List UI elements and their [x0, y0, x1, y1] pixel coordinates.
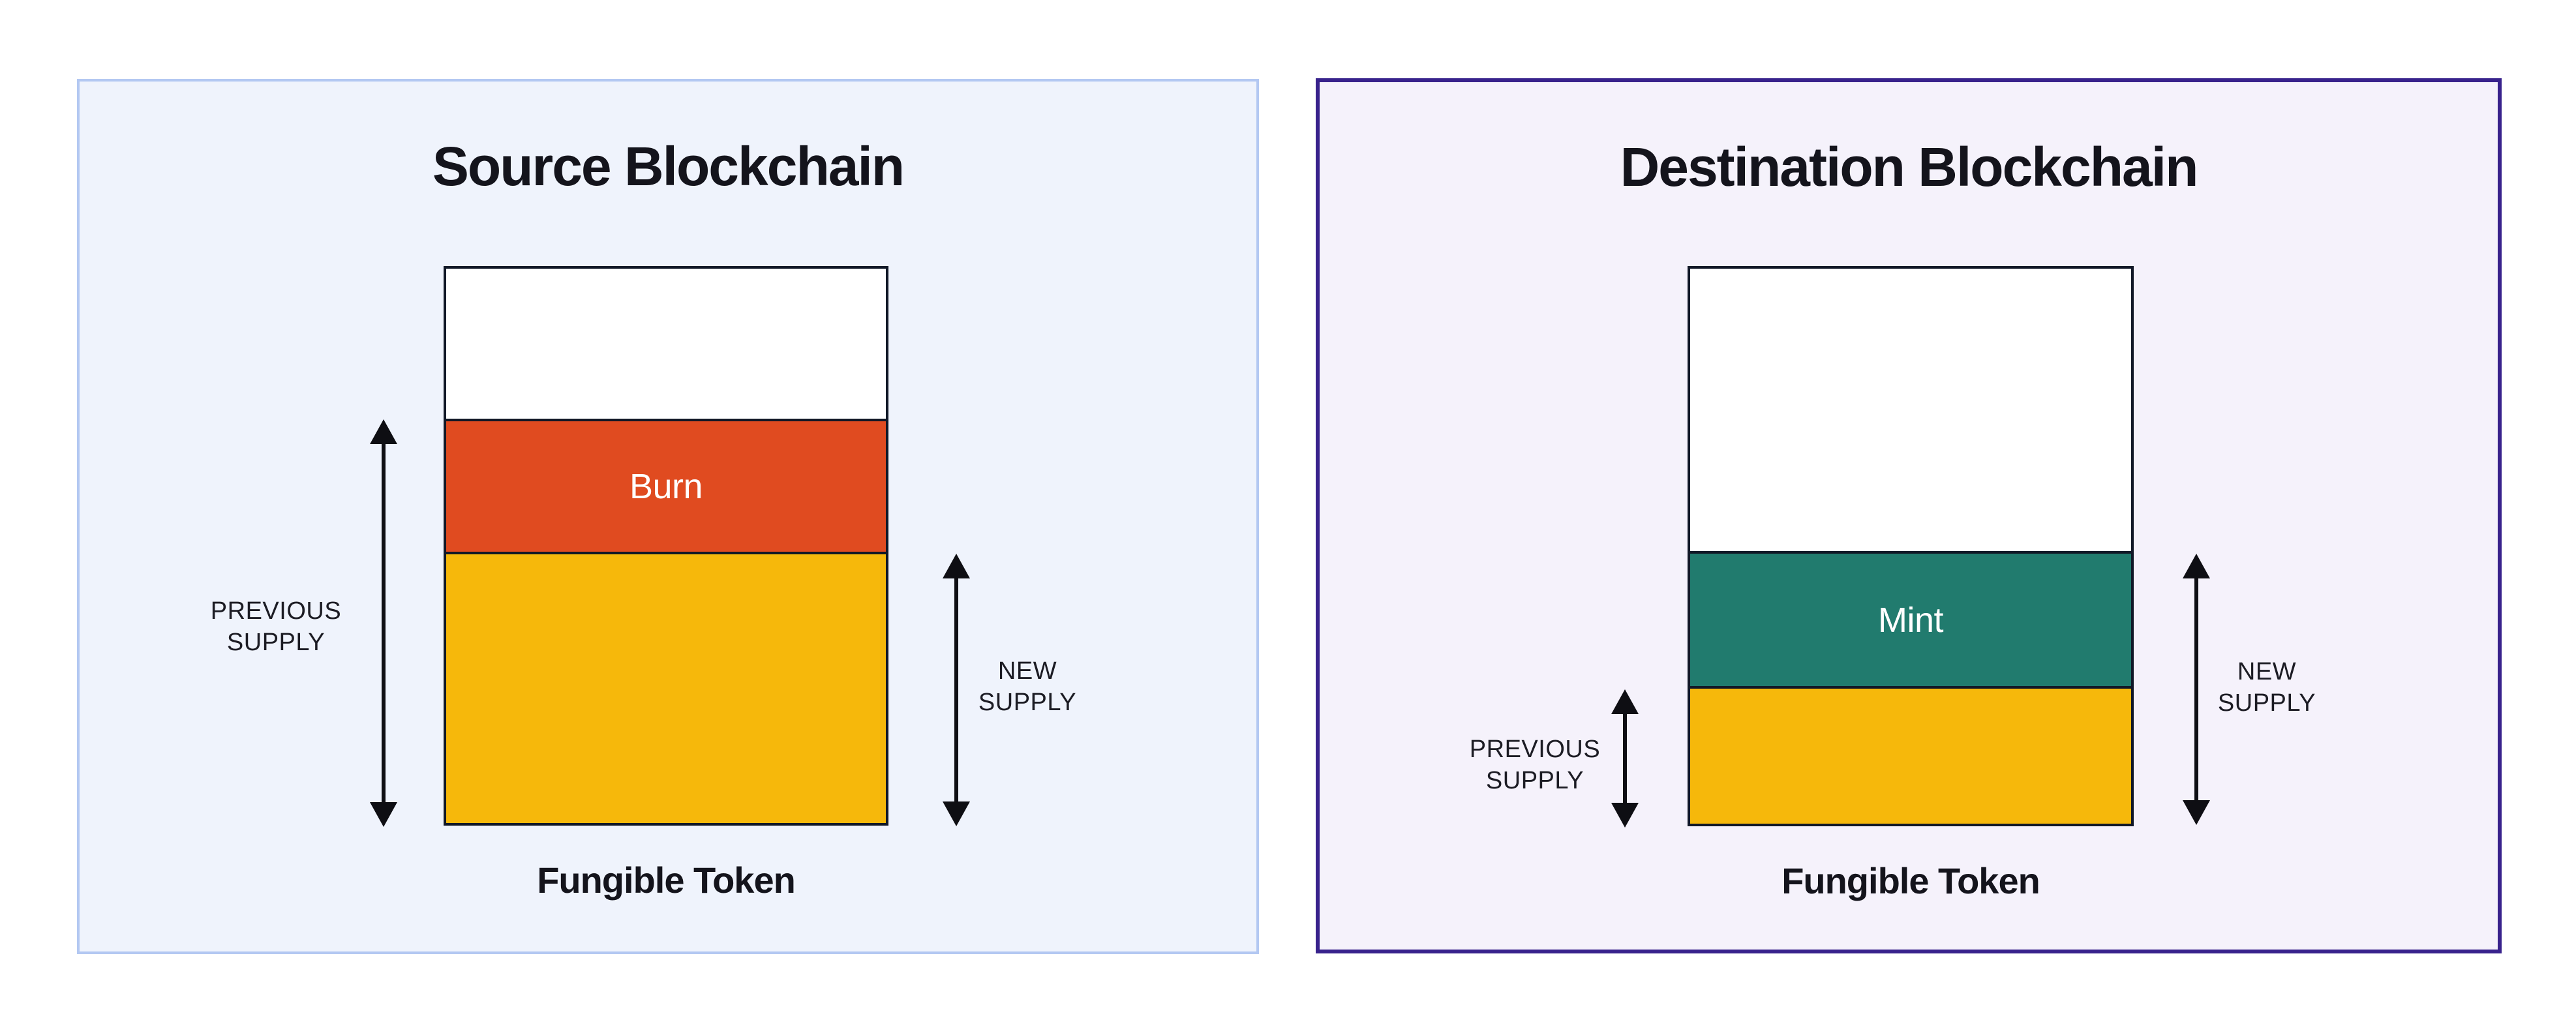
source-blockchain-panel: Source Blockchain Burn PREVIOUS SUPPLY N…: [77, 79, 1259, 954]
destination-token-label: Fungible Token: [1781, 860, 2040, 901]
burn-label: Burn: [629, 467, 703, 506]
source-previous-supply-arrow-icon: [369, 419, 398, 827]
source-panel-title: Source Blockchain: [432, 136, 905, 197]
destination-panel-title: Destination Blockchain: [1620, 136, 2199, 198]
source-remaining-supply-section: [446, 554, 886, 823]
source-token-label: Fungible Token: [537, 860, 796, 901]
source-burned-empty-section: [446, 269, 886, 421]
destination-token-supply-box: Mint: [1688, 266, 2134, 826]
source-previous-supply-label: PREVIOUS SUPPLY: [210, 597, 342, 656]
destination-previous-supply-label: PREVIOUS SUPPLY: [1469, 736, 1601, 794]
mint-section: Mint: [1690, 554, 2131, 689]
destination-previous-supply-arrow-icon: [1611, 689, 1639, 828]
source-new-supply-label: NEW SUPPLY: [978, 657, 1077, 716]
destination-blockchain-panel: Destination Blockchain Mint PREVIOUS SUP…: [1316, 78, 2502, 953]
destination-unminted-empty-section: [1690, 269, 2131, 554]
source-token-supply-box: Burn: [444, 266, 888, 826]
destination-previous-supply-section: [1690, 689, 2131, 824]
destination-new-supply-arrow-icon: [2182, 554, 2211, 825]
source-new-supply-arrow-icon: [942, 554, 971, 826]
destination-new-supply-label: NEW SUPPLY: [2217, 658, 2316, 717]
burn-section: Burn: [446, 421, 886, 554]
mint-label: Mint: [1877, 600, 1944, 640]
